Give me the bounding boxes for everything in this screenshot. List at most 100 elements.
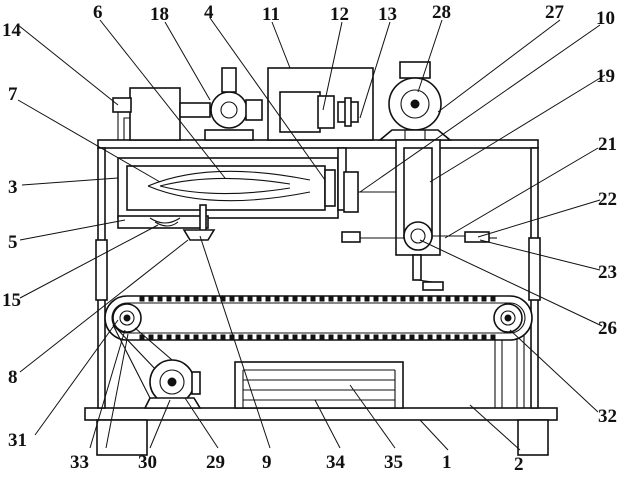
nozzle-assembly	[117, 204, 216, 241]
chain-link	[481, 334, 487, 340]
chain-link	[157, 296, 163, 302]
chain-link	[211, 334, 217, 340]
chain-link	[445, 296, 451, 302]
chain-link	[193, 296, 199, 302]
chain-link	[292, 334, 298, 340]
chain-link	[463, 296, 469, 302]
label-28: 28	[432, 2, 451, 23]
label-13: 13	[378, 4, 397, 25]
chain-link	[409, 334, 415, 340]
chain-link	[202, 334, 208, 340]
chain-link	[247, 296, 253, 302]
right-foot	[517, 419, 549, 456]
label-26: 26	[598, 318, 617, 339]
chain-link	[355, 334, 361, 340]
label-8: 8	[8, 367, 18, 388]
chain-link	[310, 296, 316, 302]
label-5: 5	[8, 232, 18, 253]
chain-link	[265, 334, 271, 340]
chain-link	[319, 296, 325, 302]
chain-link	[265, 296, 271, 302]
left-foot	[96, 419, 148, 456]
chain-link	[148, 296, 154, 302]
chain-link	[328, 296, 334, 302]
label-12: 12	[330, 4, 349, 25]
label-32: 32	[598, 406, 617, 427]
chain-link	[301, 334, 307, 340]
chain-link	[346, 296, 352, 302]
chain-link	[418, 334, 424, 340]
label-7: 7	[8, 84, 18, 105]
label-30: 30	[138, 452, 157, 473]
chain-link	[409, 296, 415, 302]
inner-drum	[117, 157, 339, 219]
chain-link	[139, 296, 145, 302]
label-29: 29	[206, 452, 225, 473]
top-box	[112, 87, 181, 141]
chain-link	[463, 334, 469, 340]
chain-link	[436, 334, 442, 340]
label-22: 22	[598, 189, 617, 210]
label-35: 35	[384, 452, 403, 473]
chain-link	[337, 334, 343, 340]
label-6: 6	[93, 2, 103, 23]
chain-link	[355, 296, 361, 302]
chain-link	[220, 334, 226, 340]
chain-link	[229, 296, 235, 302]
chain-link	[319, 334, 325, 340]
chain-link	[157, 334, 163, 340]
shaft-pulley	[337, 147, 398, 213]
chain-link	[274, 296, 280, 302]
label-3: 3	[8, 177, 18, 198]
chain-link	[346, 334, 352, 340]
label-34: 34	[326, 452, 346, 473]
chain-link	[184, 334, 190, 340]
conveyor	[104, 295, 533, 341]
top-pump	[179, 67, 263, 141]
label-19: 19	[596, 66, 615, 87]
chain-link	[310, 334, 316, 340]
leader-lines	[17, 17, 606, 451]
label-10: 10	[596, 8, 615, 29]
chain-link	[283, 296, 289, 302]
chain-link	[454, 334, 460, 340]
chain-link	[166, 296, 172, 302]
chain-link	[202, 296, 208, 302]
chain-link	[193, 334, 199, 340]
chain-link	[166, 334, 172, 340]
chain-link	[229, 334, 235, 340]
part-labels: 14 6 18 4 11 12 13 28 27 10 19 7 3 21 22…	[2, 2, 617, 475]
label-15: 15	[2, 290, 21, 311]
label-1: 1	[442, 452, 452, 473]
chain-links-top	[139, 296, 496, 302]
chain-link	[184, 296, 190, 302]
chain-link	[490, 334, 496, 340]
chain-link	[238, 296, 244, 302]
chain-link	[472, 296, 478, 302]
label-23: 23	[598, 262, 617, 283]
chain-link	[373, 334, 379, 340]
chain-link	[445, 334, 451, 340]
chain-link	[472, 334, 478, 340]
label-2: 2	[514, 454, 524, 475]
label-27: 27	[545, 2, 565, 23]
chain-link	[382, 334, 388, 340]
label-18: 18	[150, 4, 169, 25]
label-33: 33	[70, 452, 89, 473]
chain-link	[292, 296, 298, 302]
chain-link	[427, 296, 433, 302]
chain-link	[256, 334, 262, 340]
chain-link	[238, 334, 244, 340]
chain-link	[373, 296, 379, 302]
chain-link	[139, 334, 145, 340]
label-4: 4	[204, 2, 214, 23]
chain-link	[211, 296, 217, 302]
chain-link	[391, 296, 397, 302]
chain-link	[427, 334, 433, 340]
chain-link	[337, 296, 343, 302]
base-plate	[84, 407, 558, 421]
chain-link	[400, 296, 406, 302]
side-arms	[341, 231, 497, 243]
chain-link	[400, 334, 406, 340]
label-9: 9	[262, 452, 272, 473]
